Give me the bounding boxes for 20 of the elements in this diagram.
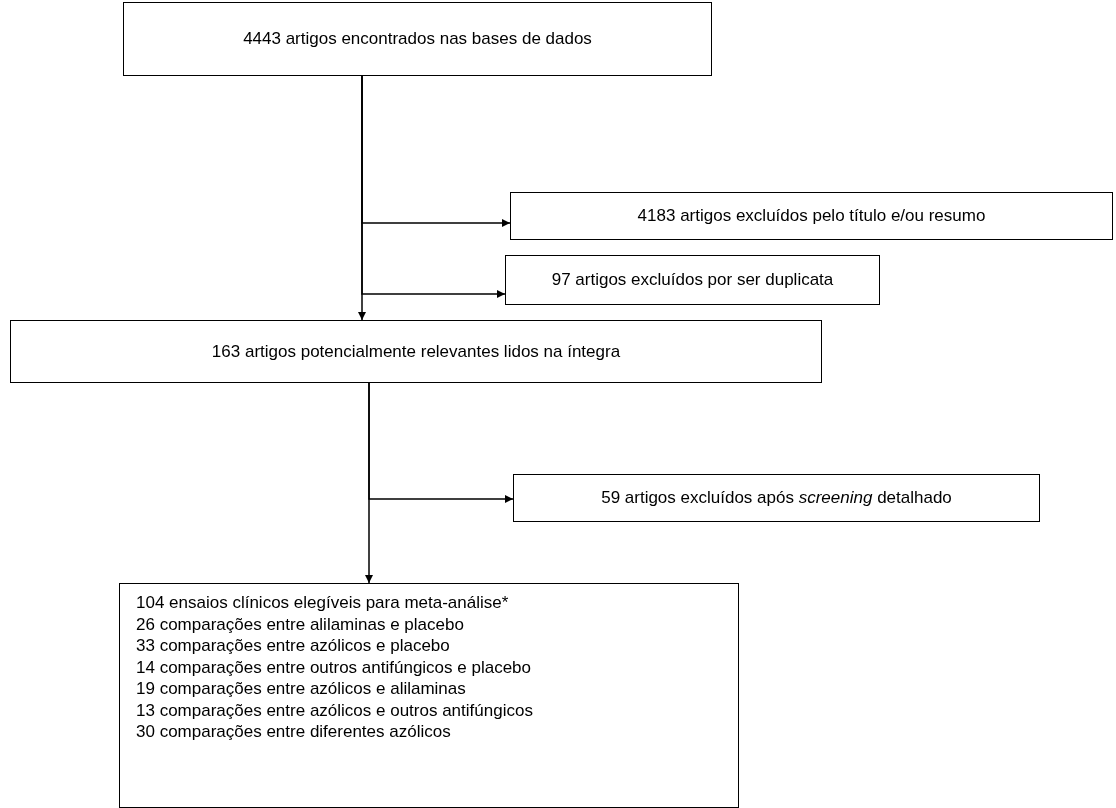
process-box (510, 192, 1113, 240)
box-text: 4183 artigos excluídos pelo título e/ou resumo (637, 205, 986, 227)
process-box (123, 2, 712, 76)
process-box (505, 255, 880, 305)
result-heading: 104 ensaios clínicos elegíveis para meta-análise* (136, 592, 509, 614)
box-text: 163 artigos potencialmente relevantes lidos na íntegra (211, 340, 621, 363)
box-text: 30 comparações entre diferentes azólicos (136, 721, 451, 743)
arrow (361, 75, 506, 298)
box-text: 97 artigos excluídos por ser duplicata (551, 269, 834, 291)
box-text: 14 comparações entre outros antifúngicos e placebo (136, 656, 532, 678)
process-box (513, 474, 1040, 522)
box-text: 26 comparações entre alilaminas e placebo (136, 613, 464, 635)
box-text: 13 comparações entre azólicos e outros antifúngicos (136, 699, 533, 721)
process-box (10, 320, 822, 383)
arrow (368, 382, 514, 503)
box-text: 19 comparações entre azólicos e alilaminas (136, 678, 466, 700)
process-box (119, 583, 739, 808)
box-text: 33 comparações entre azólicos e placebo (136, 635, 450, 657)
box-text: 59 artigos excluídos após screening detalhado (601, 487, 952, 509)
box-text: 4443 artigos encontrados nas bases de dados (243, 28, 592, 50)
